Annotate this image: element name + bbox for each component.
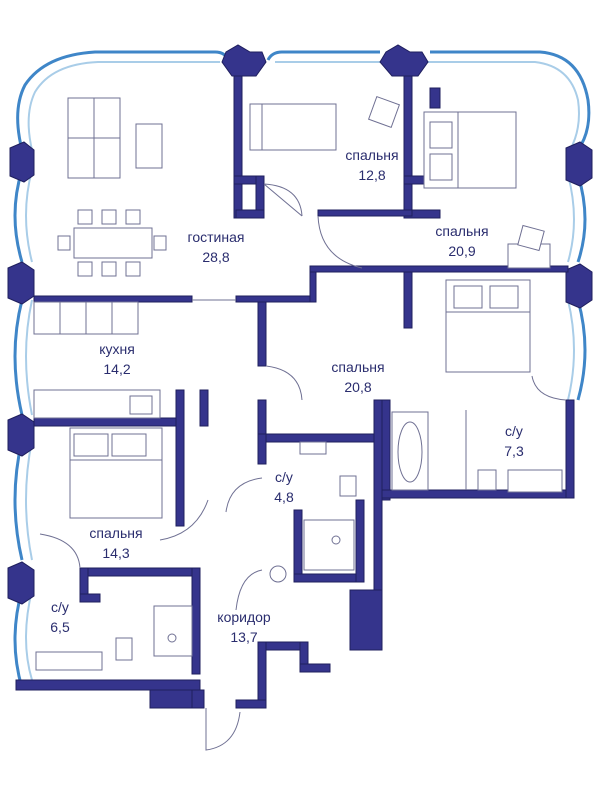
room-name-bedroom-1: спальня (345, 147, 398, 163)
bathtub (391, 411, 429, 491)
room-area-living: 28,8 (202, 249, 229, 265)
room-name-bedroom-3: спальня (331, 359, 384, 375)
shower-4-8 (303, 519, 355, 571)
column-right-1 (565, 141, 593, 187)
facade-glazing (13, 50, 591, 689)
room-name-bath-1: с/у (505, 423, 523, 439)
dining-table (73, 227, 153, 259)
bed-12-8 (249, 103, 337, 151)
room-labels: гостиная 28,8 спальня 12,8 спальня 20,9 … (50, 147, 524, 645)
room-name-corridor: коридор (217, 609, 271, 625)
column-right-2 (565, 263, 593, 309)
room-name-kitchen: кухня (99, 341, 135, 357)
room-name-bedroom-4: спальня (89, 525, 142, 541)
room-area-bedroom-4: 14,3 (102, 545, 129, 561)
vanity-7-3 (507, 469, 563, 493)
column-left-1 (9, 141, 35, 183)
desk-chair-2 (517, 224, 545, 252)
room-area-kitchen: 14,2 (103, 361, 130, 377)
room-name-bath-2: с/у (275, 469, 293, 485)
room-area-corridor: 13,7 (230, 629, 257, 645)
toilet-7-3 (477, 469, 497, 491)
walls (15, 75, 575, 709)
furniture (33, 95, 563, 671)
column-left-3 (7, 413, 35, 457)
column-left-4 (7, 561, 35, 605)
room-area-bath-2: 4,8 (274, 489, 294, 505)
toilet-6-5 (115, 637, 133, 661)
room-name-bedroom-2: спальня (435, 223, 488, 239)
doors (39, 183, 567, 751)
column-top-mid (379, 44, 429, 77)
room-area-bedroom-3: 20,8 (344, 379, 371, 395)
room-name-living: гостиная (188, 229, 245, 245)
room-area-bedroom-2: 20,9 (448, 243, 475, 259)
toilet-4-8 (339, 475, 357, 497)
room-name-bath-3: с/у (51, 599, 69, 615)
room-area-bath-1: 7,3 (504, 443, 524, 459)
shower-6-5 (153, 605, 193, 657)
column-left-2 (7, 261, 35, 305)
column-top-left (221, 44, 267, 77)
coffee-table (135, 123, 163, 169)
vanity-4-8 (299, 441, 327, 455)
desk-chair (367, 95, 401, 129)
vanity-6-5 (35, 651, 103, 671)
room-area-bedroom-1: 12,8 (358, 167, 385, 183)
room-area-bath-3: 6,5 (50, 619, 70, 635)
